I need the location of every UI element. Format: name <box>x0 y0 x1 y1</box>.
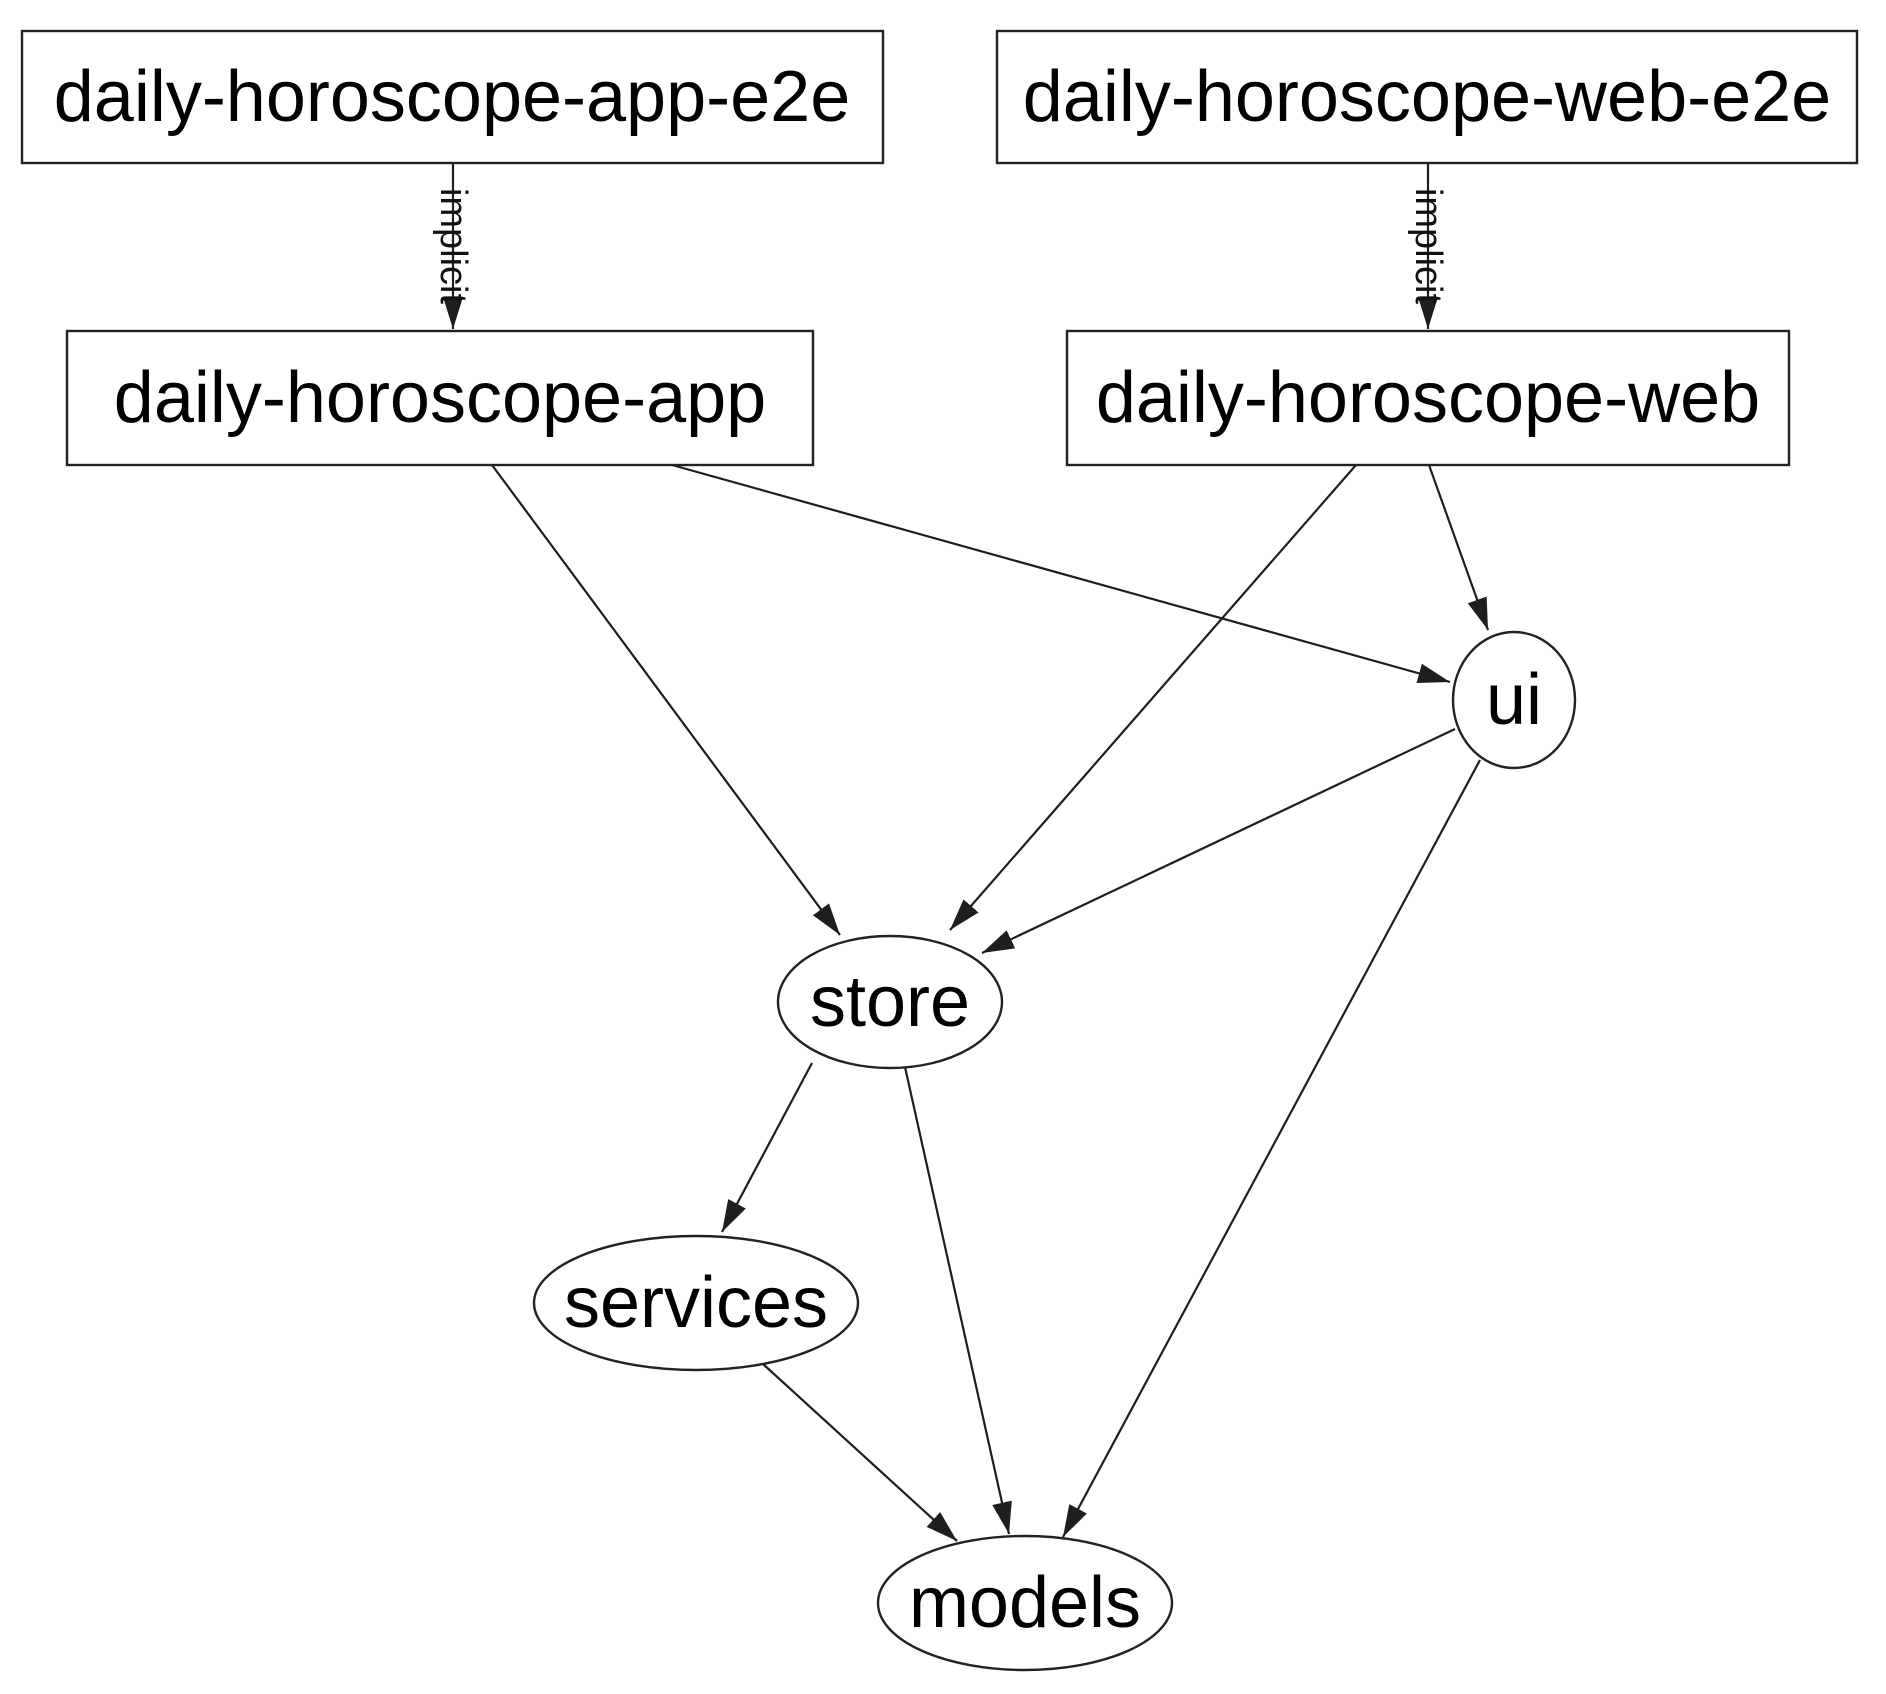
node-label-daily-horoscope-app: daily-horoscope-app <box>114 358 766 438</box>
edge-app-e2e-to-app: implicit <box>432 163 474 329</box>
node-services: services <box>532 1234 860 1372</box>
node-daily-horoscope-web-e2e: daily-horoscope-web-e2e <box>995 29 1859 165</box>
edge-app-to-ui <box>671 463 1451 684</box>
node-label-services: services <box>564 1263 828 1343</box>
node-store: store <box>776 934 1004 1070</box>
node-box-daily-horoscope-app-e2e <box>20 29 885 165</box>
node-daily-horoscope-web: daily-horoscope-web <box>1065 329 1791 467</box>
node-ellipse-store <box>776 934 1004 1070</box>
edge-ui-to-store <box>981 728 1456 954</box>
node-label-ui: ui <box>1486 660 1542 740</box>
node-label-daily-horoscope-web: daily-horoscope-web <box>1096 358 1760 438</box>
node-box-daily-horoscope-web <box>1065 329 1791 467</box>
node-box-daily-horoscope-web-e2e <box>995 29 1859 165</box>
node-ellipse-models <box>876 1534 1174 1672</box>
edges-layer: implicit implicit <box>432 163 1490 1542</box>
node-label-daily-horoscope-app-e2e: daily-horoscope-app-e2e <box>54 57 851 137</box>
node-box-daily-horoscope-app <box>65 329 815 467</box>
edge-label-implicit-web: implicit <box>1407 188 1449 305</box>
node-daily-horoscope-app-e2e: daily-horoscope-app-e2e <box>20 29 885 165</box>
node-ellipse-ui <box>1451 630 1577 770</box>
edge-store-to-models <box>903 1066 1012 1535</box>
node-label-daily-horoscope-web-e2e: daily-horoscope-web-e2e <box>1023 57 1831 137</box>
node-daily-horoscope-app: daily-horoscope-app <box>65 329 815 467</box>
edge-web-to-ui <box>1427 464 1490 631</box>
node-label-store: store <box>810 962 970 1042</box>
node-ellipse-services <box>532 1234 860 1372</box>
edge-web-to-store <box>949 464 1357 931</box>
node-label-models: models <box>909 1563 1141 1643</box>
edge-ui-to-models <box>1062 759 1481 1538</box>
edge-web-e2e-to-web: implicit <box>1407 163 1449 329</box>
edge-app-to-store <box>491 464 841 936</box>
node-ui: ui <box>1451 630 1577 770</box>
nodes-layer: daily-horoscope-app-e2e daily-horoscope-… <box>20 29 1859 1672</box>
edge-store-to-services <box>721 1062 813 1233</box>
edge-label-implicit-app: implicit <box>432 188 474 305</box>
node-models: models <box>876 1534 1174 1672</box>
edge-services-to-models <box>762 1363 958 1542</box>
